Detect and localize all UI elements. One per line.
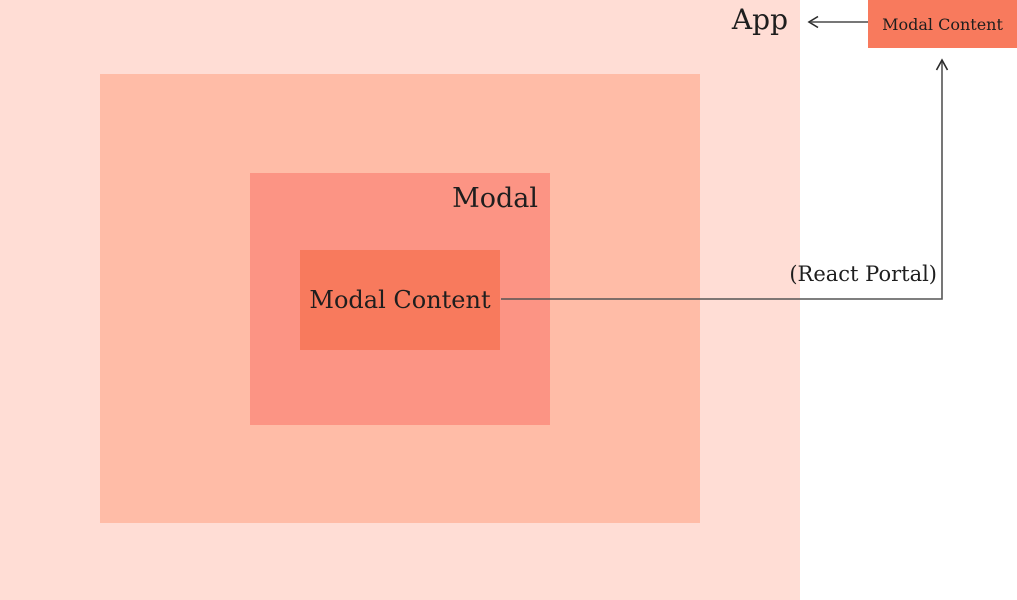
portal-modal-content-label: Modal Content bbox=[882, 14, 1003, 34]
modal-content-box: Modal Content bbox=[300, 250, 500, 350]
modal-content-label: Modal Content bbox=[309, 286, 491, 314]
react-portal-annotation: (React Portal) bbox=[789, 262, 937, 286]
app-box: App Modal Modal Content bbox=[0, 0, 800, 600]
portal-modal-content-box: Modal Content bbox=[868, 0, 1017, 48]
modal-content-to-portal-arrowhead-icon bbox=[935, 58, 949, 71]
modal-box: Modal Modal Content bbox=[250, 173, 550, 425]
app-label: App bbox=[731, 3, 788, 36]
modal-label: Modal bbox=[452, 183, 538, 214]
portal-to-app-arrowhead-icon bbox=[807, 15, 819, 29]
